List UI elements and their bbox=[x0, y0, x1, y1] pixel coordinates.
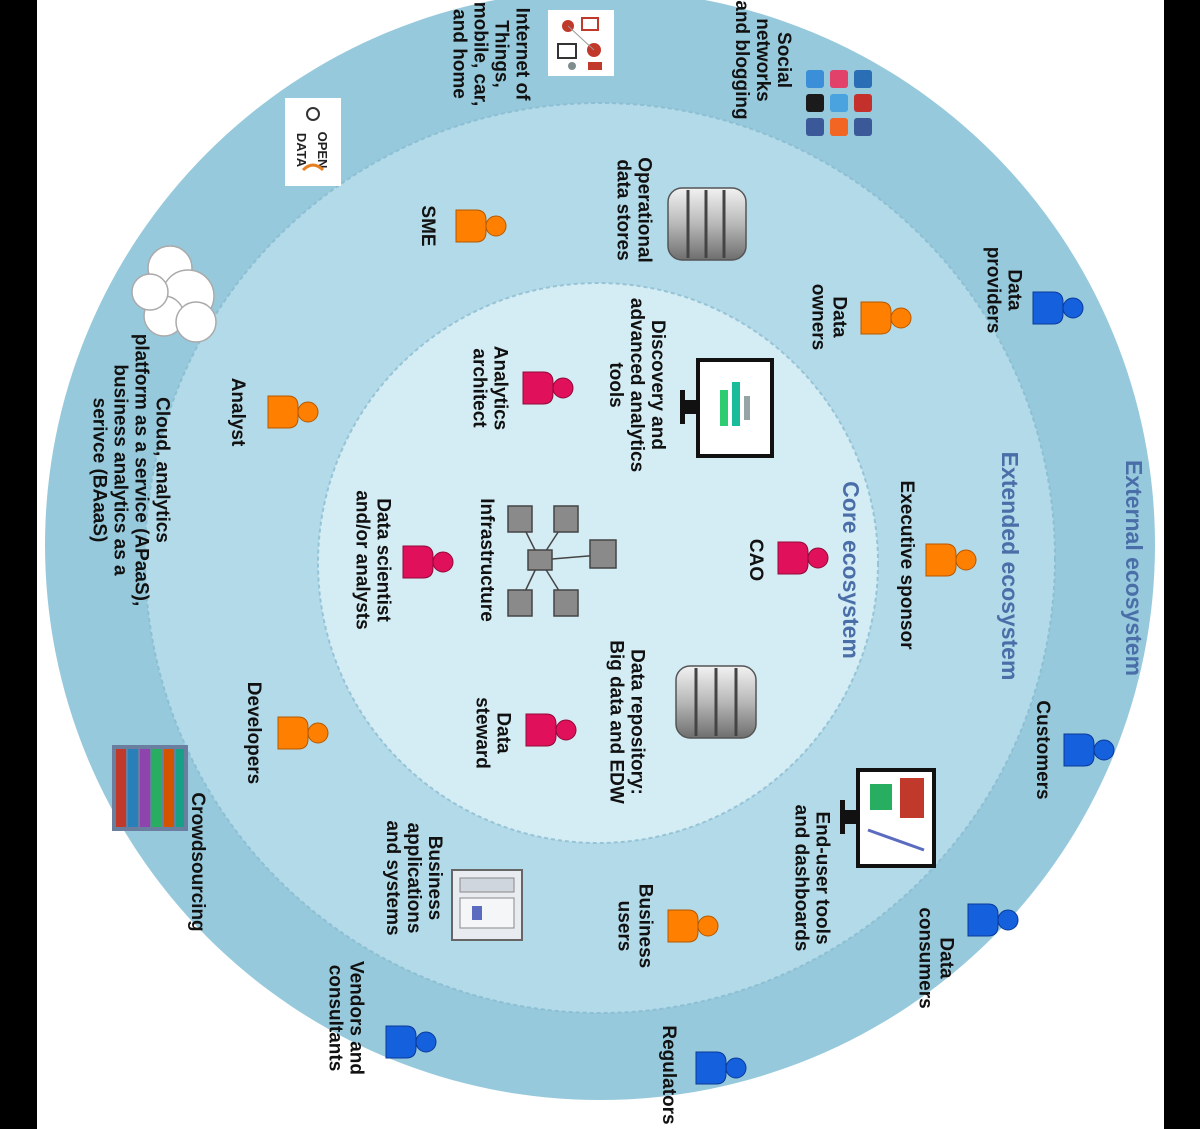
developers-label: Developers bbox=[243, 682, 264, 784]
data-steward-label: Datasteward bbox=[471, 697, 513, 769]
data-owners-label-line: Data bbox=[828, 296, 849, 338]
business-users-label-line: Business bbox=[634, 884, 655, 968]
developers-label-line: Developers bbox=[243, 682, 264, 784]
cloud-services-label: Cloud, analyticsplatform as a service (A… bbox=[88, 334, 172, 606]
data-owners-label: Dataowners bbox=[807, 284, 849, 351]
analytics-architect-label: Analyticsarchitect bbox=[468, 346, 510, 430]
data-steward-label-line: Data bbox=[492, 712, 513, 754]
social-media-icons bbox=[806, 70, 872, 136]
discovery-tools-label-line: tools bbox=[605, 362, 626, 407]
operational-data-stores-label-line: data stores bbox=[612, 159, 633, 260]
external-ecosystem-title: External ecosystem bbox=[1121, 460, 1147, 676]
discovery-tools-label: Discovery andadvanced analyticstools bbox=[605, 298, 668, 472]
data-scientist-label-line: and/or analysts bbox=[351, 490, 372, 629]
vendors-consultants-label-line: consultants bbox=[324, 965, 345, 1072]
vendors-consultants-label: Vendors andconsultants bbox=[324, 961, 366, 1075]
business-applications-label-line: and systems bbox=[382, 820, 403, 935]
analyst-label: Analyst bbox=[227, 378, 248, 447]
data-repository-label-line: Data repository: bbox=[626, 649, 647, 795]
data-consumers-label-line: consumers bbox=[914, 907, 935, 1008]
infrastructure-network-icon bbox=[507, 505, 617, 617]
iot-label-line: Things, bbox=[490, 20, 511, 88]
crowdsourcing-label-line: Crowdsourcing bbox=[187, 792, 208, 931]
executive-sponsor-label-line: Executive sponsor bbox=[896, 481, 917, 651]
data-owners-label-line: owners bbox=[807, 284, 828, 351]
data-consumers-label: Dataconsumers bbox=[914, 907, 956, 1008]
business-users-label: Businessusers bbox=[613, 884, 655, 968]
data-repository-label-line: Big data and EDW bbox=[605, 640, 626, 804]
data-providers-label-line: providers bbox=[982, 247, 1003, 334]
customers-label: Customers bbox=[1032, 700, 1053, 799]
discovery-tools-monitor-icon bbox=[680, 358, 774, 458]
data-providers-label-line: Data bbox=[1003, 269, 1024, 311]
end-user-tools-label-line: and dashboards bbox=[790, 805, 811, 952]
infrastructure-label-line: Infrastructure bbox=[476, 498, 497, 622]
social-networks-label-line: networks bbox=[752, 18, 773, 101]
business-applications-label-line: Business bbox=[424, 836, 445, 920]
cloud-services-label-line: serivce (BAaaS) bbox=[88, 398, 109, 543]
social-networks-label: Socialnetworksand blogging bbox=[731, 0, 794, 119]
open-data-logo-text-line: OPEN bbox=[315, 132, 330, 169]
cloud-services-label-line: platform as a service (APaaS), bbox=[130, 334, 151, 606]
business-applications-label: Businessapplicationsand systems bbox=[382, 820, 445, 935]
iot-label-line: Internet of bbox=[511, 8, 532, 102]
open-data-logo: OPEN DATA bbox=[285, 98, 341, 186]
discovery-tools-label-line: advanced analytics bbox=[626, 298, 647, 472]
operational-data-stores-database-icon bbox=[667, 187, 747, 261]
cao-label: CAO bbox=[745, 539, 766, 581]
end-user-tools-label-line: End-user tools bbox=[811, 811, 832, 944]
crowd-icon bbox=[112, 745, 188, 831]
cao-label-line: CAO bbox=[745, 539, 766, 581]
data-repository-label: Data repository:Big data and EDW bbox=[605, 640, 647, 804]
data-consumers-label-line: Data bbox=[935, 937, 956, 979]
analyst-label-line: Analyst bbox=[227, 378, 248, 447]
cloud-services-label-line: business analytics as a bbox=[109, 364, 130, 576]
extended-ecosystem-title: Extended ecosystem bbox=[997, 452, 1023, 681]
data-scientist-label: Data scientistand/or analysts bbox=[351, 490, 393, 629]
core-ecosystem-title: Core ecosystem bbox=[838, 481, 864, 659]
business-applications-label-line: applications bbox=[403, 823, 424, 934]
operational-data-stores-label-line: Operational bbox=[633, 157, 654, 263]
crowdsourcing-label: Crowdsourcing bbox=[187, 792, 208, 931]
executive-sponsor-label: Executive sponsor bbox=[896, 481, 917, 651]
customers-label-line: Customers bbox=[1032, 700, 1053, 799]
iot-label-line: mobile, car, bbox=[469, 2, 490, 107]
sme-label: SME bbox=[417, 205, 438, 246]
data-repository-database-icon bbox=[675, 665, 757, 739]
end-user-dashboard-monitor-icon bbox=[840, 768, 936, 868]
operational-data-stores-label: Operationaldata stores bbox=[612, 157, 654, 263]
iot-label-line: and home bbox=[448, 9, 469, 99]
iot-icon bbox=[548, 10, 614, 76]
iot-label: Internet ofThings,mobile, car,and home bbox=[448, 2, 532, 107]
social-networks-label-line: Social bbox=[773, 32, 794, 88]
regulators-label-line: Regulators bbox=[658, 1025, 679, 1124]
infrastructure-label: Infrastructure bbox=[476, 498, 497, 622]
data-steward-label-line: steward bbox=[471, 697, 492, 769]
open-data-logo-text-line: DATA bbox=[294, 133, 309, 168]
social-networks-label-line: and blogging bbox=[731, 0, 752, 119]
cloud-services-label-line: Cloud, analytics bbox=[151, 397, 172, 543]
vendors-consultants-label-line: Vendors and bbox=[345, 961, 366, 1075]
data-providers-label: Dataproviders bbox=[982, 247, 1024, 334]
analytics-architect-label-line: Analytics bbox=[489, 346, 510, 430]
business-applications-server-icon bbox=[451, 869, 523, 941]
analytics-architect-label-line: architect bbox=[468, 348, 489, 428]
open-data-logo-text: OPEN DATA bbox=[294, 132, 330, 169]
sme-label-line: SME bbox=[417, 205, 438, 246]
end-user-tools-label: End-user toolsand dashboards bbox=[790, 805, 832, 952]
cloud-icon bbox=[131, 245, 217, 343]
discovery-tools-label-line: Discovery and bbox=[647, 320, 668, 450]
regulators-label: Regulators bbox=[658, 1025, 679, 1124]
data-scientist-label-line: Data scientist bbox=[372, 498, 393, 622]
business-users-label-line: users bbox=[613, 901, 634, 952]
